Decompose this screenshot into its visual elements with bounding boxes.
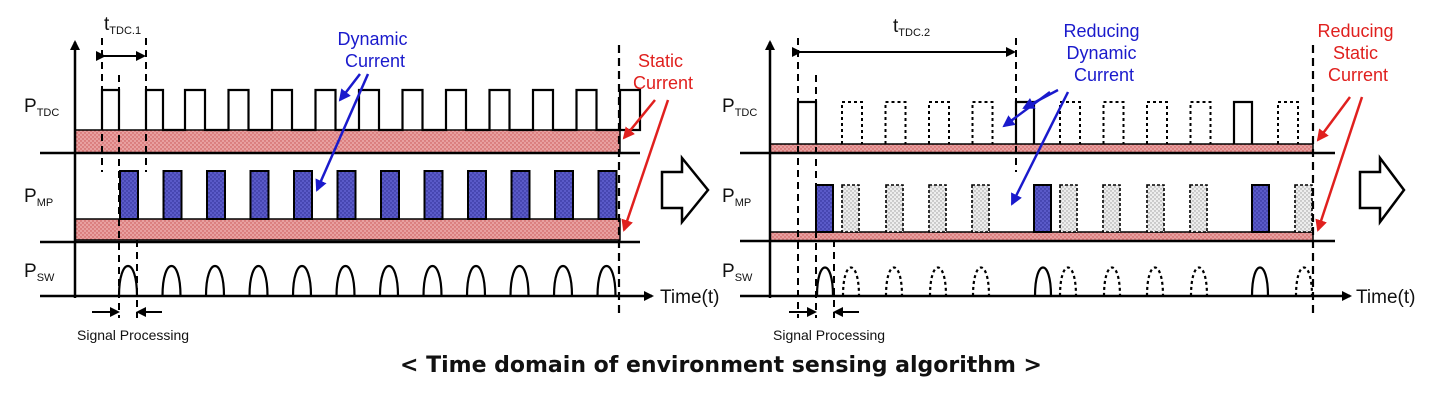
reducing-dynamic-current-arrow — [1010, 91, 1070, 206]
sw-pulse-skipped — [1294, 266, 1314, 297]
mp-pulse-skipped — [928, 184, 947, 233]
left-panel: PTDC PMP PSW tTDC.1 Signal Processing Ti… — [24, 14, 719, 343]
static-band-mp — [74, 218, 621, 241]
mp-pulse — [119, 170, 139, 220]
tdc-pulses — [796, 100, 1299, 144]
tdc-pulse-skipped — [884, 101, 907, 144]
arrow-right-icon — [660, 154, 710, 226]
sw-pulse-active — [815, 266, 835, 297]
tdc-pulses — [100, 88, 642, 132]
signal-processing-label: Signal Processing — [77, 327, 189, 343]
mp-pulses — [119, 170, 618, 220]
mp-pulses — [815, 184, 1313, 233]
mp-pulse-skipped — [1146, 184, 1165, 233]
static-current-arrow — [622, 99, 656, 140]
mp-pulse-active — [1251, 184, 1270, 233]
mp-pulse — [293, 170, 313, 220]
dynamic-current-label: Dynamic Current — [337, 29, 412, 71]
figure-caption: < Time domain of environment sensing alg… — [400, 353, 1042, 378]
right-panel: PTDC PMP PSW tTDC.2 Signal Processing Ti… — [722, 16, 1415, 343]
mp-pulse — [162, 170, 183, 220]
dynamic-current-arrow — [338, 73, 361, 102]
sw-pulse — [291, 264, 313, 297]
mp-pulse — [249, 170, 270, 220]
sw-pulse-skipped — [1145, 266, 1165, 297]
time-axis-label: Time(t) — [660, 287, 719, 308]
mp-pulse — [206, 170, 226, 220]
tdc-pulse-skipped — [1189, 101, 1212, 144]
sw-pulse-skipped — [928, 266, 948, 297]
dynamic-current-arrow — [315, 73, 370, 192]
mp-pulse — [423, 170, 444, 220]
sw-pulse — [596, 264, 617, 297]
mp-pulse-skipped — [1189, 184, 1208, 233]
mp-pulse — [380, 170, 400, 220]
tdc-pulse-active — [796, 100, 818, 144]
arrow-right-icon — [1358, 154, 1406, 226]
tdc-pulse-skipped — [1102, 101, 1125, 144]
tdc-pulse-skipped — [1277, 101, 1299, 144]
reduced-static-band-mp — [769, 231, 1314, 242]
static-current-arrow — [621, 99, 670, 232]
sw-pulse-skipped — [1102, 266, 1122, 297]
mp-pulse-skipped — [971, 184, 990, 233]
sw-pulse-skipped — [1058, 266, 1078, 297]
interval-label: tTDC.1 — [104, 14, 141, 37]
sw-pulse-skipped — [971, 266, 991, 297]
row-label-p-mp: PMP — [24, 186, 53, 209]
sw-pulse — [204, 264, 226, 297]
mp-pulse-active — [1033, 184, 1052, 233]
sw-pulse — [335, 264, 356, 297]
tdc-pulse-skipped — [971, 101, 994, 144]
mp-pulse-active — [815, 184, 834, 233]
reducing-static-current-label: Reducing Static Current — [1317, 21, 1398, 85]
reducing-dynamic-current-arrow — [1002, 90, 1051, 128]
sw-pulse-active — [1033, 266, 1053, 297]
tdc-square-wave — [100, 88, 642, 132]
sw-pulse-skipped — [841, 266, 861, 297]
mp-pulse — [336, 170, 357, 220]
sw-pulse — [422, 264, 443, 297]
row-label-p-mp: PMP — [722, 186, 751, 209]
row-label-p-tdc: PTDC — [722, 96, 757, 119]
mp-pulse-skipped — [1294, 184, 1313, 233]
mp-pulse-skipped — [885, 184, 904, 233]
signal-processing-label: Signal Processing — [773, 327, 885, 343]
sw-pulse-skipped — [884, 266, 904, 297]
row-label-p-sw: PSW — [722, 261, 753, 284]
tdc-pulse-skipped — [1059, 101, 1081, 144]
sw-pulse — [161, 264, 182, 297]
tdc-pulse-skipped — [841, 101, 863, 144]
mp-pulse-skipped — [841, 184, 860, 233]
sw-pulse-skipped — [1189, 266, 1209, 297]
mp-pulse-skipped — [1059, 184, 1078, 233]
sw-pulse — [117, 264, 139, 297]
sw-pulse — [552, 264, 574, 297]
static-band-tdc — [74, 129, 621, 154]
sw-pulse — [509, 264, 530, 297]
sw-pulse — [248, 264, 269, 297]
row-label-p-tdc: PTDC — [24, 96, 59, 119]
mp-pulse — [597, 170, 618, 220]
sw-pulses — [117, 264, 617, 297]
static-current-label: Static Current — [633, 51, 693, 93]
sw-pulse — [378, 264, 400, 297]
mp-pulse — [467, 170, 487, 220]
row-label-p-sw: PSW — [24, 261, 55, 284]
sw-pulse — [465, 264, 487, 297]
sw-pulse-active — [1250, 266, 1270, 297]
tdc-pulse-active — [1232, 100, 1254, 144]
tdc-pulse-skipped — [928, 101, 950, 144]
reducing-static-current-arrow — [1315, 96, 1364, 232]
mp-pulse — [510, 170, 531, 220]
tdc-pulse-skipped — [1146, 101, 1168, 144]
mp-pulse-skipped — [1102, 184, 1121, 233]
mp-pulse — [554, 170, 574, 220]
time-axis-label: Time(t) — [1356, 287, 1415, 308]
interval-label: tTDC.2 — [893, 16, 930, 39]
reducing-static-current-arrow — [1316, 96, 1352, 142]
sw-pulses — [815, 266, 1314, 297]
reducing-dynamic-current-label: Reducing Dynamic Current — [1063, 21, 1144, 85]
